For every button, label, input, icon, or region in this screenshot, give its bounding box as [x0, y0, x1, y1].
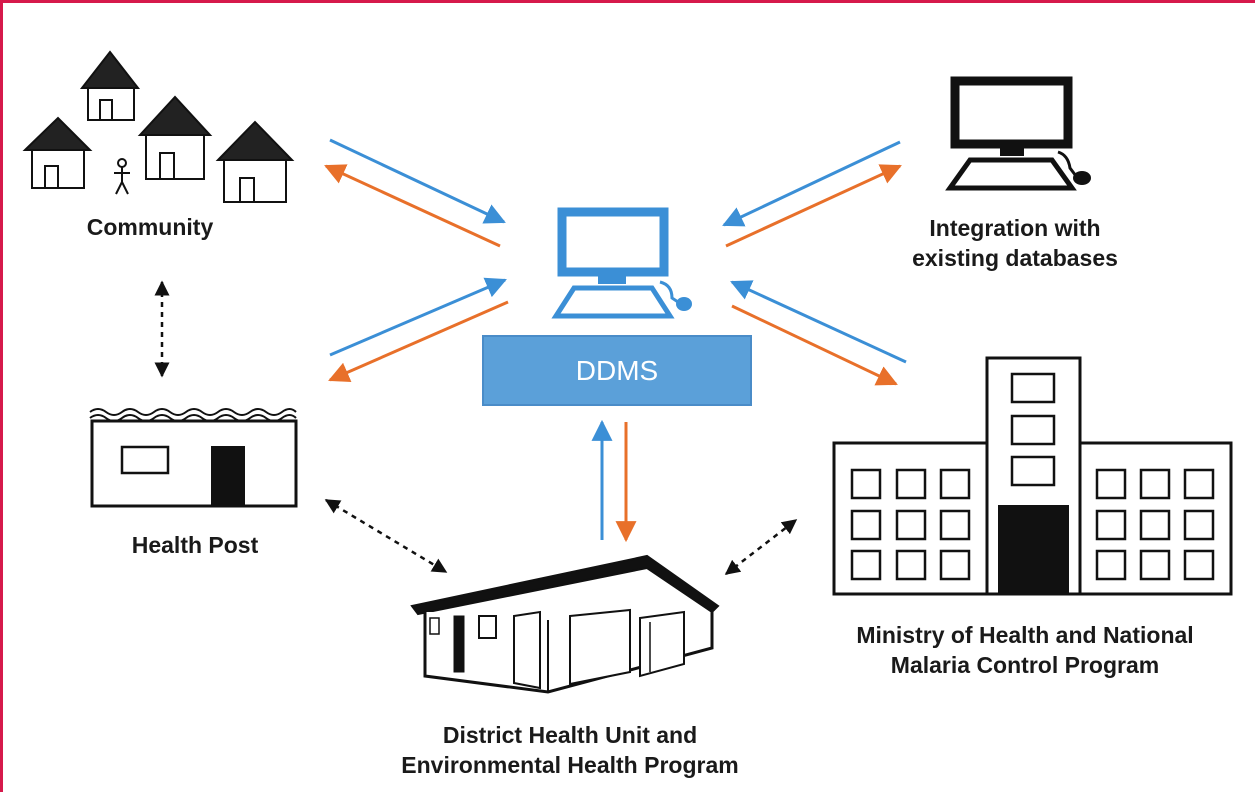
arrow-ministry-to-ddms [730, 280, 907, 364]
community-label-line-1: Community [86, 214, 214, 240]
district-label-line-1: District Health Unit and [442, 722, 698, 748]
ddms-label: DDMS [575, 354, 659, 386]
district-label-line-2: Environmental Health Program [401, 752, 739, 778]
arrow-ddms-to-community [324, 164, 501, 248]
integration-label-line-1: Integration with [929, 215, 1101, 241]
ministry-building-icon [832, 356, 1233, 596]
arrow-community-to-ddms [329, 138, 506, 224]
hut-3 [137, 95, 213, 180]
dotted-arrow-district-ministry [724, 519, 798, 575]
arrow-healthpost-to-ddms [329, 277, 507, 357]
arrow-ddms-to-ministry [731, 304, 898, 386]
arrow-ddms-to-integration [725, 164, 902, 248]
arrow-integration-to-ddms [722, 140, 901, 227]
flow-arrows [324, 138, 907, 543]
ddms-computer-icon [551, 207, 692, 319]
dotted-arrow-healthpost-district [324, 498, 448, 574]
huts-icon [22, 50, 295, 203]
health-post-building-icon [89, 408, 298, 508]
ministry-left-windows [850, 468, 971, 581]
ddms-box [482, 335, 752, 406]
integration-computer-icon [945, 76, 1091, 191]
district-label: District Health Unit and Environmental H… [360, 720, 780, 780]
hut-2 [22, 116, 93, 189]
arrow-ddms-to-healthpost [328, 300, 509, 383]
ministry-label: Ministry of Health and National Malaria … [810, 620, 1240, 680]
integration-label-line-2: existing databases [912, 245, 1118, 271]
integration-label: Integration with existing databases [875, 213, 1155, 273]
hut-4 [215, 120, 295, 203]
ministry-right-windows [1095, 468, 1215, 581]
ministry-label-line-2: Malaria Control Program [890, 652, 1160, 678]
ministry-label-line-1: Ministry of Health and National [856, 622, 1194, 648]
health-post-label-line-1: Health Post [131, 532, 259, 558]
district-building-icon [410, 554, 720, 694]
hut-1 [79, 50, 141, 121]
person-figure [114, 158, 130, 195]
health-post-label: Health Post [100, 530, 290, 560]
dotted-arrows [154, 280, 798, 575]
community-label: Community [60, 212, 240, 242]
